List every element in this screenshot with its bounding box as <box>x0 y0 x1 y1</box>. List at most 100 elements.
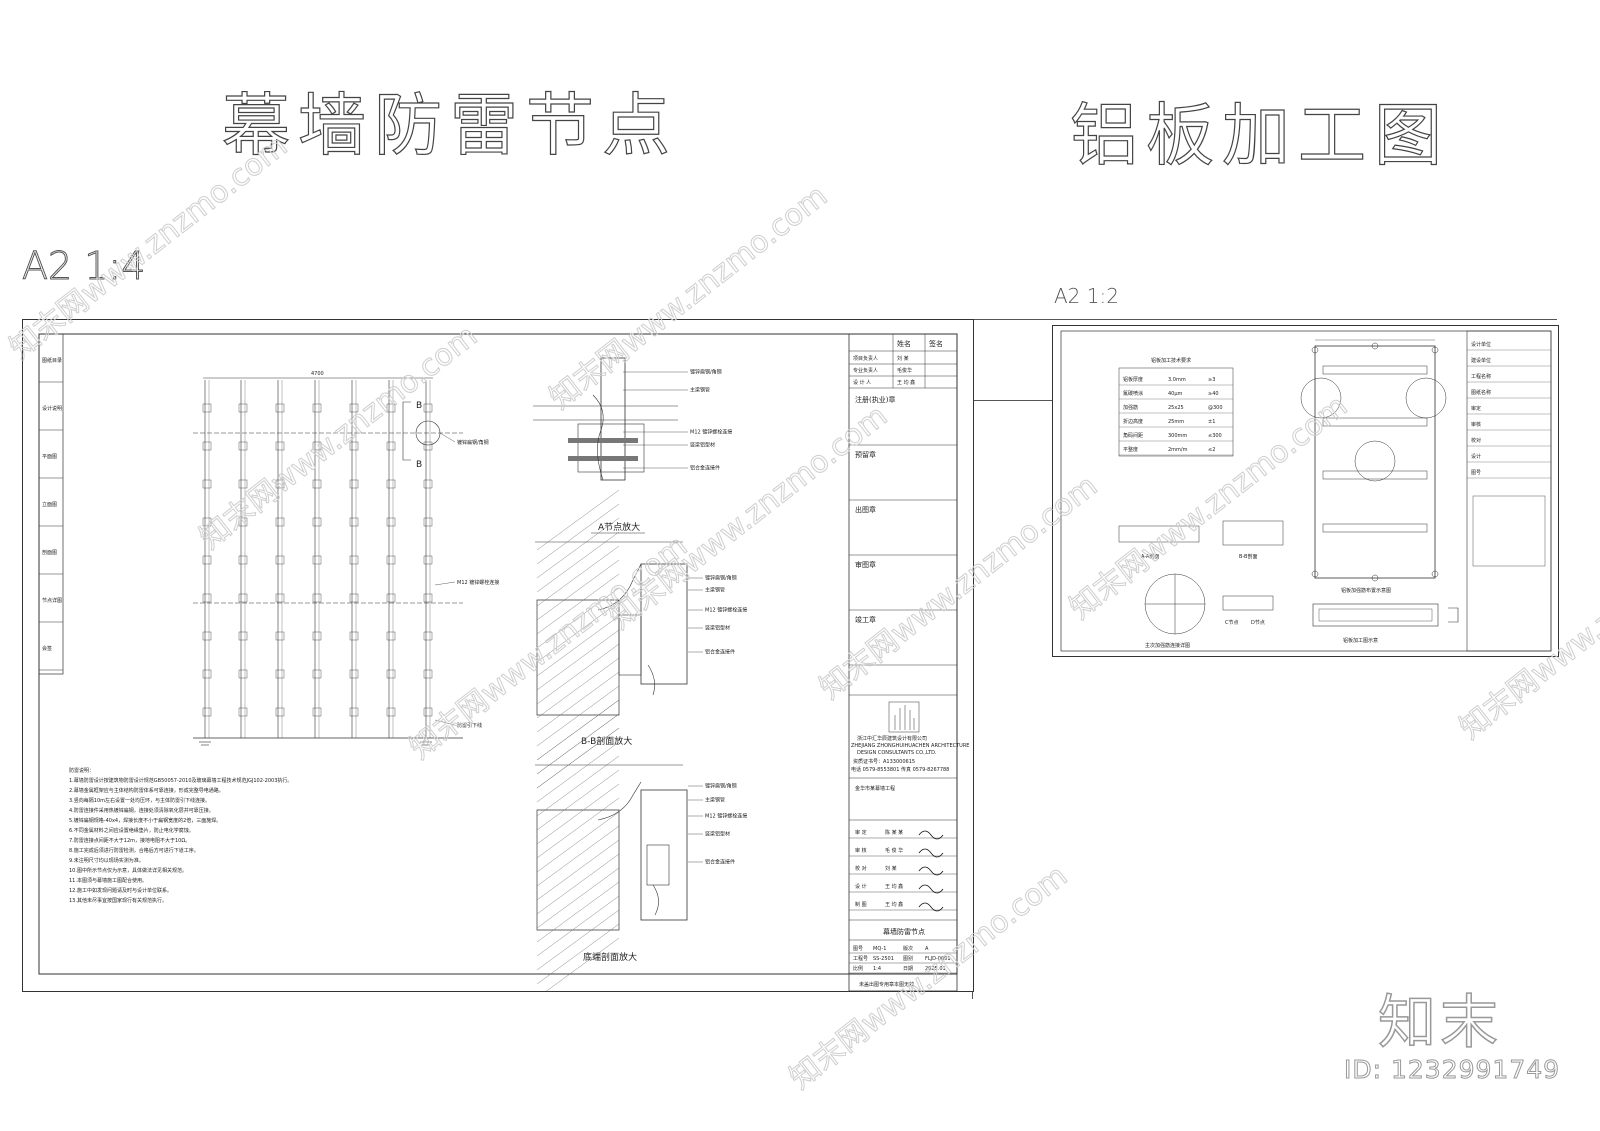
section-aa-label: A-A剖面 <box>1141 553 1159 560</box>
detail-callout: 铝合金连接件 <box>705 649 735 656</box>
design-notes: 防雷说明：1.幕墙防雷设计按建筑物防雷设计规范GB50057-2010及玻璃幕墙… <box>69 767 292 904</box>
signature-mark <box>918 902 944 912</box>
stamp-3: 出图章 <box>855 505 876 514</box>
panel-plan-label: 铝板加工图示意 <box>1343 637 1378 644</box>
detail-callout: 主梁钢管 <box>690 387 710 394</box>
title-block: 姓名 签名 项目负责人 刘 某 专业负责人 毛俊华 设 计 人 王 均 鑫 注册… <box>848 333 969 991</box>
stiffener-rib <box>1322 470 1428 480</box>
drawing-name: 幕墙防雷节点 <box>883 927 925 936</box>
note-line: 5.镀锌扁钢规格-40x4，焊接长度不小于扁钢宽度的2倍，三面施焊。 <box>69 817 221 824</box>
sign-name: 刘 某 <box>885 865 897 872</box>
mullion-bracket <box>275 593 285 603</box>
panel-plan: 铝板加工图示意 <box>1312 603 1459 644</box>
mullion-bracket <box>312 669 322 679</box>
mullion-bracket <box>202 669 212 679</box>
left-sheet-scale: A2 1:4 <box>21 244 146 289</box>
detail-callout: 主梁钢管 <box>705 797 725 804</box>
sign-role: 校 对 <box>855 865 867 872</box>
mullion-bracket <box>423 631 433 641</box>
rib-joint-label: 主次加强筋连接详图 <box>1145 642 1190 649</box>
mullion-bracket <box>275 631 285 641</box>
note-line: 9.未注明尺寸均以现场实测为准。 <box>69 857 144 864</box>
signature-mark <box>918 848 944 858</box>
detail-callout: 竖梁铝型材 <box>705 625 730 632</box>
elevation-callout-2: M12 镀锌螺栓连接 <box>457 579 499 586</box>
stamp-1: 注册(执业)章 <box>855 395 895 404</box>
mullion-bracket <box>238 479 248 489</box>
mullion-bracket <box>275 517 285 527</box>
note-line: 10.图中所示节点仅为示意，具体做法详见相关规范。 <box>69 867 187 874</box>
mullion-bracket <box>202 555 212 565</box>
detail-callout: M12 镀锌螺栓连接 <box>705 607 747 614</box>
panel-corner-clip <box>1431 570 1439 578</box>
note-line: 11.本图须与幕墙施工图配合使用。 <box>69 877 147 884</box>
mullion-bracket <box>238 403 248 413</box>
panel-corner-clip <box>1311 346 1319 354</box>
mullion-bracket <box>423 441 433 451</box>
mullion-bracket <box>202 707 212 717</box>
mullion-bracket <box>386 517 396 527</box>
mullion-bracket <box>423 593 433 603</box>
right-tb-label: 图纸名称 <box>1471 389 1491 396</box>
mullion-bracket <box>386 631 396 641</box>
node-c-label: C节点 <box>1225 620 1239 626</box>
node-d-label: D节点 <box>1251 620 1265 626</box>
company-cert: 资质证书号：A133000615 <box>853 758 915 765</box>
mullion-bracket <box>312 479 322 489</box>
note-line: 3.竖向每隔10m左右设置一处均压环，与主体防雷引下线连接。 <box>69 797 210 804</box>
mullion-bracket <box>423 555 433 565</box>
title-block-footer: 未盖出图专用章本图无效 <box>859 981 914 988</box>
stamp-4: 审图章 <box>855 560 876 569</box>
tb-role-3: 设 计 人 <box>853 379 871 386</box>
spec-row-tol: ≤300 <box>1208 433 1222 439</box>
section-bottom-label: 底端剖面放大 <box>583 951 637 963</box>
spec-row-value: 300mm <box>1168 433 1187 439</box>
right-tb-label: 校对 <box>1471 437 1481 444</box>
left-strip-label: 立面图 <box>42 501 57 508</box>
stamp-5: 竣工章 <box>855 615 876 624</box>
right-tb-label: 设计 <box>1471 453 1481 460</box>
mullion-bracket <box>312 555 322 565</box>
tb-name-2: 毛俊华 <box>897 367 912 374</box>
spec-row-tol: ≥3 <box>1208 377 1215 383</box>
mullion-bracket <box>349 555 359 565</box>
left-strip-label: 设计说明 <box>42 405 62 412</box>
spec-row-value: 25mm <box>1168 419 1184 425</box>
left-strip-label: 会签 <box>42 645 52 652</box>
mullion-bracket <box>349 403 359 413</box>
divider-tick <box>972 400 1052 401</box>
signature-mark <box>918 830 944 840</box>
spec-row-tol: ±1 <box>1208 419 1215 425</box>
company-phone: 电话 0579-8553801 传真 0579-8267788 <box>851 766 949 773</box>
mullion-bracket <box>423 669 433 679</box>
panel-corner-clip <box>1311 570 1319 578</box>
spec-table-title: 铝板加工技术要求 <box>1151 357 1191 364</box>
right-tb-label: 建设单位 <box>1471 357 1491 364</box>
detail-callout: 镀锌扁钢/角钢 <box>705 575 737 582</box>
section-bb-label: B-B剖面放大 <box>581 735 632 747</box>
stamp-2: 预留章 <box>855 450 876 459</box>
mullion-bracket <box>423 707 433 717</box>
company-logo <box>888 701 920 733</box>
tb-head-name: 姓名 <box>897 339 911 348</box>
sign-role: 设 计 <box>855 883 867 890</box>
tb-role-2: 专业负责人 <box>853 367 878 374</box>
mullion-bracket <box>275 479 285 489</box>
spec-row-name: 加强筋 <box>1123 404 1138 411</box>
mullion-bracket <box>238 517 248 527</box>
left-strip-label: 平面图 <box>42 454 57 460</box>
spec-row-name: 氟碳喷涂 <box>1123 390 1143 397</box>
curtain-wall-elevation: 4700 B B 镀锌扁钢/角钢 M12 镀锌螺栓连接 防雷引下线 <box>193 371 499 746</box>
mullion-bracket <box>238 631 248 641</box>
detail-callout: M12 镀锌螺栓连接 <box>690 429 732 436</box>
note-line: 7.防雷连接点间距不大于12m，接地电阻不大于10Ω。 <box>69 837 190 844</box>
spec-row-name: 角码间距 <box>1123 432 1143 439</box>
sign-name: 陈 某 某 <box>885 829 903 836</box>
project-name: 金华市某幕墙工程 <box>855 785 895 792</box>
meta-key: 工程号 <box>853 955 868 962</box>
signature-mark <box>918 866 944 876</box>
